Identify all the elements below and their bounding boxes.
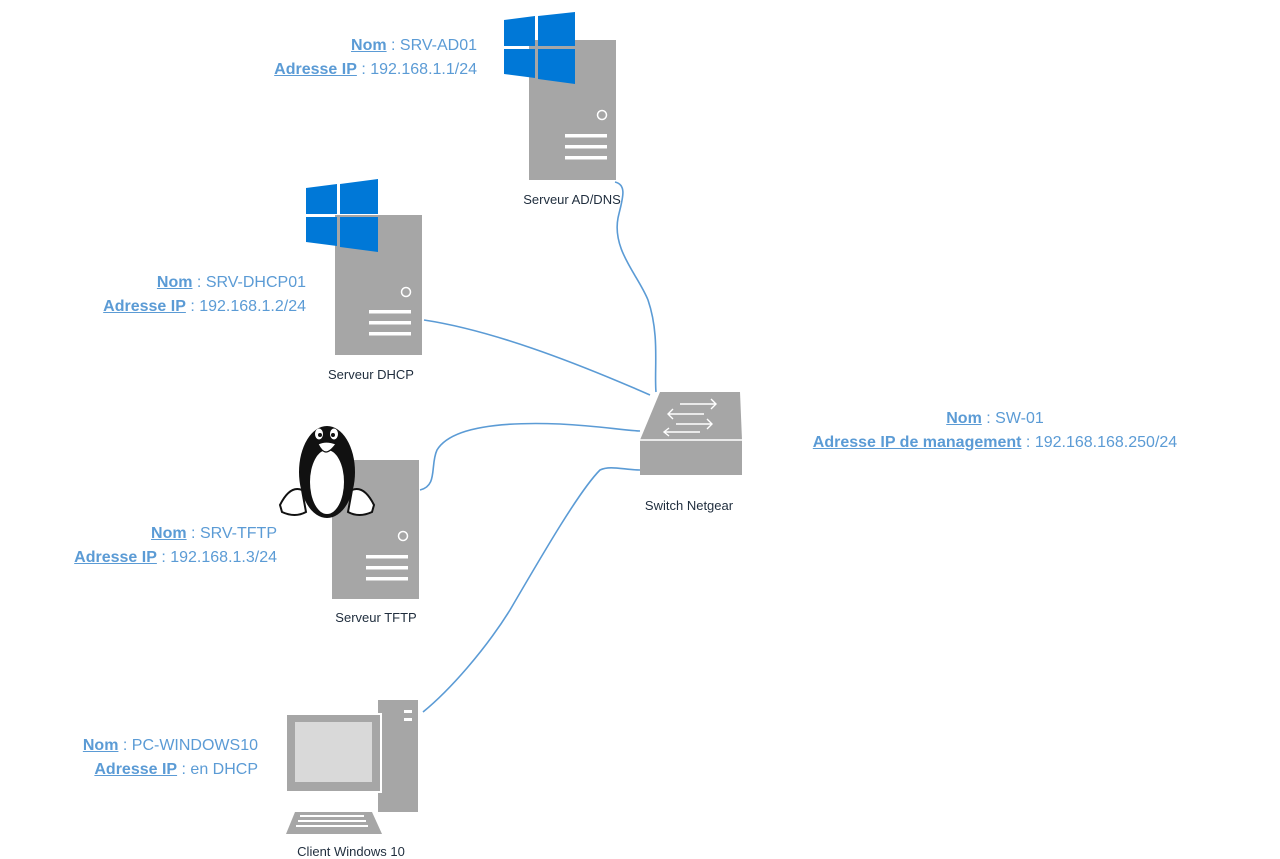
windows-logo-icon — [504, 12, 575, 84]
separator: : — [356, 61, 371, 78]
client-ip-key: Adresse IP — [94, 761, 178, 778]
dhcp-ip-value: 192.168.1.2/24 — [199, 298, 306, 315]
tftp-name-value: SRV-TFTP — [199, 525, 277, 542]
link-ad-switch — [614, 181, 657, 393]
client-info: Nom : PC-WINDOWS10 Adresse IP : en DHCP — [83, 734, 258, 782]
tftp-ip-key: Adresse IP — [74, 549, 157, 566]
dhcp-ip-key: Adresse IP — [103, 298, 186, 315]
separator: : — [186, 525, 200, 542]
switch-caption: Switch Netgear — [644, 498, 734, 513]
ad-ip-key: Adresse IP — [274, 61, 357, 78]
linux-tux-icon — [278, 426, 376, 518]
link-client-switch — [422, 467, 641, 713]
switch-name-key: Nom — [946, 410, 982, 427]
separator: : — [981, 410, 996, 427]
switch-ip-key: Adresse IP de management — [812, 434, 1022, 451]
windows-logo-icon — [306, 179, 378, 252]
tftp-info: Nom : SRV-TFTP Adresse IP : 192.168.1.3/… — [74, 522, 277, 570]
switch-info: Nom : SW-01 Adresse IP de management : 1… — [790, 407, 1200, 455]
separator: : — [185, 298, 200, 315]
switch-name-value: SW-01 — [995, 410, 1044, 427]
tftp-caption: Serveur TFTP — [335, 610, 417, 625]
switch-ip-value: 192.168.168.250/24 — [1034, 434, 1178, 451]
separator: : — [156, 549, 171, 566]
client-name-key: Nom — [82, 737, 119, 754]
switch-device-icon — [640, 392, 742, 475]
ad-ip-value: 192.168.1.1/24 — [370, 61, 477, 78]
client-ip-value: en DHCP — [190, 761, 258, 778]
dhcp-name-key: Nom — [156, 274, 193, 291]
separator: : — [192, 274, 206, 291]
separator: : — [386, 37, 400, 54]
link-tftp-switch — [419, 422, 641, 491]
separator: : — [1021, 434, 1035, 451]
separator: : — [118, 737, 132, 754]
dhcp-name-value: SRV-DHCP01 — [205, 274, 306, 291]
client-name-value: PC-WINDOWS10 — [131, 737, 258, 754]
client-caption: Client Windows 10 — [297, 844, 405, 859]
ad-name-key: Nom — [351, 37, 387, 54]
tftp-name-key: Nom — [151, 525, 187, 542]
ad-caption: Serveur AD/DNS — [523, 192, 621, 207]
link-dhcp-switch — [423, 319, 651, 396]
separator: : — [177, 761, 191, 778]
ad-info: Nom : SRV-AD01 Adresse IP : 192.168.1.1/… — [274, 34, 477, 82]
tftp-ip-value: 192.168.1.3/24 — [170, 549, 277, 566]
client-computer-icon — [285, 700, 418, 834]
dhcp-caption: Serveur DHCP — [328, 367, 414, 382]
dhcp-info: Nom : SRV-DHCP01 Adresse IP : 192.168.1.… — [103, 271, 306, 319]
ad-name-value: SRV-AD01 — [399, 37, 477, 54]
